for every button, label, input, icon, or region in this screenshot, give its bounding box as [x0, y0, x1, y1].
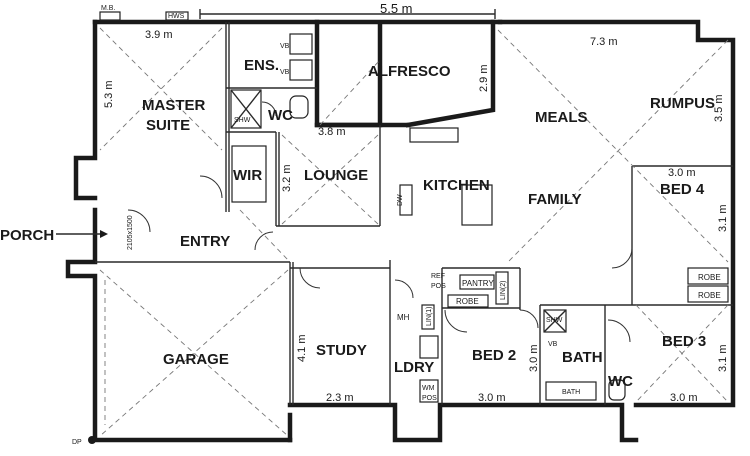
exterior-walls: [65, 19, 736, 443]
kitchen-island: [461, 184, 493, 226]
bed3-label: BED 3: [662, 333, 706, 350]
bed3-height-label: 3.1 m: [717, 344, 729, 372]
entry-door-size-label: 2105x1500: [127, 215, 134, 250]
dashed-diagonals: [99, 27, 729, 437]
vb-label-1: VB: [280, 43, 290, 50]
pantry-label: PANTRY: [462, 279, 494, 288]
rumpus-height-label: 3.5 m: [713, 94, 725, 122]
hws-label: HWS: [168, 13, 185, 20]
alfresco-label: ALFRESCO: [368, 63, 451, 80]
study-width-label: 2.3 m: [326, 392, 354, 404]
porch-arrow: [56, 230, 108, 238]
meter-box: [99, 11, 121, 21]
rumpus-label: RUMPUS: [650, 95, 715, 112]
bath-shower-label: SHW: [546, 317, 563, 324]
overall-width-label: 5.5 m: [380, 1, 413, 16]
robe-bed4-a: [687, 267, 729, 285]
washing-machine: [419, 379, 439, 403]
lounge-width-label: 3.8 m: [318, 126, 346, 138]
master-width-label: 3.9 m: [145, 29, 173, 41]
mh-label: MH: [397, 313, 410, 322]
lounge-label: LOUNGE: [304, 167, 368, 184]
bed4-height-label: 3.1 m: [717, 204, 729, 232]
ensuite-label: ENS.: [244, 57, 279, 74]
pos2-label: POS: [422, 395, 437, 402]
robe-bed4-b: [687, 285, 729, 303]
ensuite-wc-label: WC: [268, 107, 293, 124]
overall-dimension-line: [199, 9, 496, 19]
bath-height-label: 3.0 m: [528, 344, 540, 372]
lin1-label: LIN(1): [426, 307, 433, 326]
wc-toilet: [608, 379, 626, 401]
laundry-tub: [419, 335, 439, 359]
kitchen-label: KITCHEN: [423, 177, 490, 194]
master-suite-label-1: MASTER: [142, 97, 206, 114]
kitchen-cooktop: [399, 184, 413, 216]
study-height-label: 4.1 m: [296, 334, 308, 362]
mb-label: M.B.: [101, 5, 115, 12]
ensuite-shower-label: SHW: [234, 117, 251, 124]
linen-2: [495, 271, 509, 305]
bed2-width-label: 3.0 m: [478, 392, 506, 404]
robe-bed4-b-label: ROBE: [698, 291, 721, 300]
alfresco-depth-label: 2.9 m: [478, 64, 490, 92]
bathtub-label: BATH: [562, 389, 580, 396]
porch-label: PORCH: [0, 227, 54, 244]
wc-label: WC: [608, 373, 633, 390]
wir-label: WIR: [233, 167, 262, 184]
vanity-basin-2: [289, 59, 313, 81]
lounge-height-label: 3.2 m: [281, 164, 293, 192]
downpipe-marker: [88, 436, 96, 444]
master-height-label: 5.3 m: [103, 80, 115, 108]
laundry-label: LDRY: [394, 359, 434, 376]
bathtub: [545, 381, 597, 401]
hot-water-unit: [165, 11, 189, 21]
fixtures: [230, 33, 729, 403]
dp-label: DP: [72, 439, 82, 446]
interior-walls: [95, 22, 733, 405]
pos1-label: POS: [431, 283, 446, 290]
master-suite-label-2: SUITE: [146, 117, 190, 134]
bed2-label: BED 2: [472, 347, 516, 364]
meals-label: MEALS: [535, 109, 588, 126]
family-label: FAMILY: [528, 191, 582, 208]
robe-bed2: [447, 294, 489, 308]
entry-label: ENTRY: [180, 233, 230, 250]
linen-1: [421, 304, 435, 330]
door-swings: [127, 101, 633, 343]
meals-width-label: 7.3 m: [590, 36, 618, 48]
garage-label: GARAGE: [163, 351, 229, 368]
lin2-label: LIN(2): [500, 281, 507, 300]
bath-vb-label: VB: [548, 341, 558, 348]
robe-bed2-label: ROBE: [456, 297, 479, 306]
wm-label: WM: [422, 385, 435, 392]
ensuite-toilet: [289, 95, 309, 119]
wir-shelving: [231, 145, 267, 203]
bed4-label: BED 4: [660, 181, 705, 198]
bath-label: BATH: [562, 349, 603, 366]
ref-label: REF: [431, 273, 445, 280]
bed4-width-label: 3.0 m: [668, 167, 696, 179]
pantry-shelf: [459, 274, 495, 290]
study-label: STUDY: [316, 342, 367, 359]
bed3-width-label: 3.0 m: [670, 392, 698, 404]
kitchen-bench: [409, 127, 459, 143]
dw-label: DW: [397, 194, 404, 206]
vanity-basin-1: [289, 33, 313, 55]
vb-label-2: VB: [280, 69, 290, 76]
robe-bed4-a-label: ROBE: [698, 273, 721, 282]
